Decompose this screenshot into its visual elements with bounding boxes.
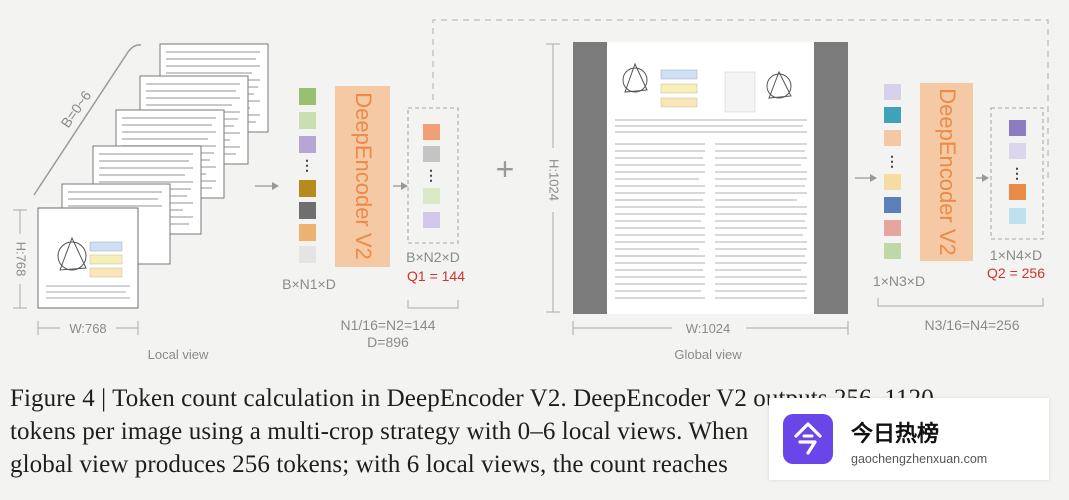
local-crop-front-page [37, 207, 139, 309]
global-output-tokens: ⋮ [1009, 120, 1026, 224]
local-output-tokens: ⋮ [423, 124, 440, 228]
local-view-group: B=0~6 [12, 43, 465, 362]
global-output-dims: 1×N4×D [990, 247, 1042, 263]
global-q-label: Q2 = 256 [987, 265, 1045, 281]
svg-text:⋮: ⋮ [300, 157, 314, 173]
watermark-card[interactable]: 今日热榜 gaochengzhenxuan.com [769, 398, 1049, 480]
global-pad-right [814, 42, 848, 314]
local-view-label: Local view [148, 347, 209, 362]
global-view-label: Global view [674, 347, 742, 362]
local-output-box [407, 107, 459, 244]
global-height-label: H:1024 [547, 159, 562, 201]
local-encoder-block [335, 86, 390, 267]
global-view-group: H:1024 [545, 42, 1045, 362]
global-width-label: W:1024 [686, 321, 731, 336]
global-encoder-label: DeepEncoder V2 [935, 88, 960, 256]
global-pad-left [573, 42, 607, 314]
caption-line-2: tokens per image using a multi-crop stra… [10, 418, 749, 445]
local-formula-2: D=896 [367, 334, 409, 350]
local-input-tokens: ⋮ [299, 88, 316, 263]
dashed-connector [432, 19, 1049, 179]
local-q-label: Q1 = 144 [407, 268, 465, 284]
local-encoder-label: DeepEncoder V2 [351, 92, 376, 260]
today-hot-logo-icon [783, 414, 833, 464]
global-formula: N3/16=N4=256 [925, 317, 1020, 333]
local-crop-stack [37, 43, 269, 309]
plus-sign: + [496, 151, 515, 187]
svg-text:⋮: ⋮ [885, 153, 899, 169]
local-height-label: H:768 [14, 242, 29, 277]
global-encoder-block [920, 83, 973, 261]
global-page [607, 42, 814, 314]
watermark-url: gaochengzhenxuan.com [851, 452, 988, 466]
local-width-label: W:768 [69, 321, 106, 336]
svg-text:⋮: ⋮ [1010, 165, 1024, 181]
local-formula-1: N1/16=N2=144 [341, 317, 436, 333]
svg-text:⋮: ⋮ [424, 167, 438, 183]
watermark-title: 今日热榜 [851, 422, 940, 447]
caption-line-3: global view produces 256 tokens; with 6 … [10, 451, 728, 478]
global-input-dims: 1×N3×D [873, 273, 925, 289]
local-output-dims: B×N2×D [406, 249, 460, 265]
global-input-tokens: ⋮ [884, 84, 901, 259]
local-input-dims: B×N1×D [282, 276, 336, 292]
figure-4-diagram: B=0~6 [12, 19, 1049, 362]
batch-label: B=0~6 [58, 87, 95, 130]
batch-curve [33, 44, 142, 196]
